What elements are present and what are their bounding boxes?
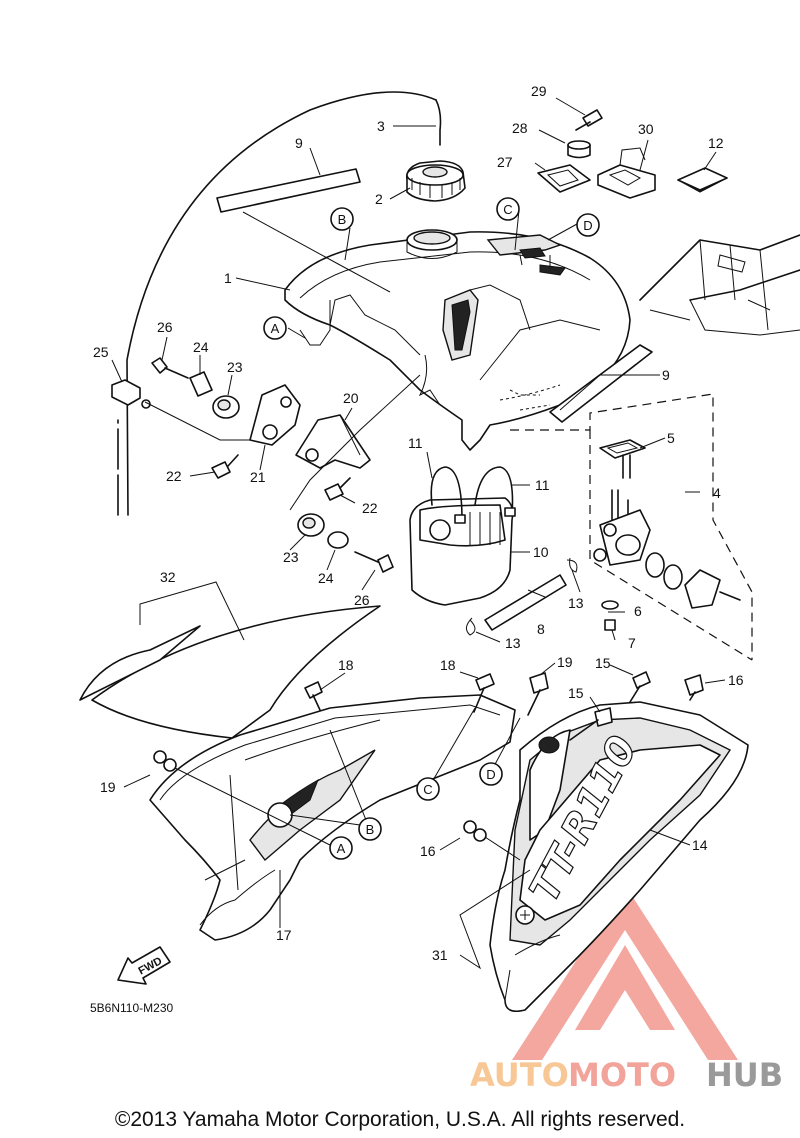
mount-parts bbox=[111, 357, 394, 573]
ref-letter-b-upper: B bbox=[330, 207, 354, 231]
copyright-footer: ©2013 Yamaha Motor Corporation, U.S.A. A… bbox=[115, 1108, 685, 1131]
reference-letters: A B C D A B C D bbox=[263, 197, 600, 860]
label-21: 21 bbox=[250, 469, 266, 485]
svg-text:HUB: HUB bbox=[706, 1056, 783, 1094]
label-26-lower: 26 bbox=[354, 592, 370, 608]
label-4: 4 bbox=[713, 485, 721, 501]
label-23-lower: 23 bbox=[283, 549, 299, 565]
svg-text:D: D bbox=[583, 218, 592, 233]
upper-small-parts bbox=[537, 109, 729, 199]
fasteners bbox=[153, 671, 704, 842]
side-cover-left bbox=[149, 694, 516, 941]
label-27: 27 bbox=[497, 154, 513, 170]
label-11-left: 11 bbox=[408, 435, 423, 451]
label-17: 17 bbox=[276, 927, 292, 943]
label-13-right: 13 bbox=[568, 595, 584, 611]
label-2: 2 bbox=[375, 191, 383, 207]
label-1: 1 bbox=[224, 270, 232, 286]
label-15-lower: 15 bbox=[568, 685, 584, 701]
label-18-left: 18 bbox=[338, 657, 354, 673]
watermark-text: AUTO MOTO HUB bbox=[470, 1056, 783, 1094]
svg-text:B: B bbox=[338, 212, 347, 227]
label-29: 29 bbox=[531, 83, 547, 99]
label-26-upper: 26 bbox=[157, 319, 173, 335]
label-15-upper: 15 bbox=[595, 655, 611, 671]
fuel-hose bbox=[466, 557, 578, 636]
drawing-code: 5B6N110-M230 bbox=[90, 1001, 173, 1015]
label-3: 3 bbox=[377, 118, 385, 134]
ref-letter-d-lower: D bbox=[479, 762, 503, 786]
label-5: 5 bbox=[667, 430, 675, 446]
label-23-upper: 23 bbox=[227, 359, 243, 375]
part-number-labels: 1 2 3 4 5 6 7 8 9 9 10 11 11 12 13 13 14… bbox=[93, 83, 744, 963]
watermark-logo bbox=[512, 885, 738, 1060]
label-6: 6 bbox=[634, 603, 642, 619]
label-9-lower: 9 bbox=[662, 367, 670, 383]
svg-text:B: B bbox=[366, 822, 375, 837]
label-31: 31 bbox=[432, 947, 448, 963]
svg-text:D: D bbox=[486, 767, 495, 782]
label-11-right: 11 bbox=[535, 477, 550, 493]
side-cover-right: TT-R110 bbox=[489, 701, 749, 1013]
decal-32 bbox=[79, 581, 381, 739]
ref-letter-c-lower: C bbox=[416, 777, 440, 801]
label-30: 30 bbox=[638, 121, 654, 137]
ref-letter-b-lower: B bbox=[358, 817, 382, 841]
ref-letter-a-lower: A bbox=[329, 836, 353, 860]
svg-text:A: A bbox=[337, 841, 346, 856]
svg-text:MOTO: MOTO bbox=[568, 1056, 676, 1094]
tank-cover-and-bands bbox=[409, 466, 516, 606]
breather-hose bbox=[117, 91, 442, 516]
frame-detail bbox=[639, 234, 800, 336]
label-24-lower: 24 bbox=[318, 570, 334, 586]
ref-letter-a-upper: A bbox=[263, 316, 287, 340]
label-13-left: 13 bbox=[505, 635, 521, 651]
leader-lines bbox=[111, 97, 726, 970]
fuel-cap bbox=[405, 160, 466, 202]
label-16-left: 16 bbox=[420, 843, 436, 859]
label-8: 8 bbox=[537, 621, 545, 637]
foam-strip-lower bbox=[549, 344, 653, 423]
label-10: 10 bbox=[533, 544, 549, 560]
label-22-left: 22 bbox=[166, 468, 182, 484]
label-19-left: 19 bbox=[100, 779, 116, 795]
ref-letter-d-upper: D bbox=[576, 213, 600, 237]
label-22-right: 22 bbox=[362, 500, 378, 516]
label-20: 20 bbox=[343, 390, 359, 406]
forward-arrow-icon: FWD bbox=[117, 946, 171, 985]
label-18-right: 18 bbox=[440, 657, 456, 673]
ref-letter-c-upper: C bbox=[496, 197, 520, 221]
fuel-cock-assembly bbox=[510, 393, 753, 661]
label-19-right: 19 bbox=[557, 654, 573, 670]
label-9-upper: 9 bbox=[295, 135, 303, 151]
label-25: 25 bbox=[93, 344, 109, 360]
label-12: 12 bbox=[708, 135, 724, 151]
svg-text:C: C bbox=[503, 202, 512, 217]
svg-text:A: A bbox=[271, 321, 280, 336]
svg-text:C: C bbox=[423, 782, 432, 797]
label-14: 14 bbox=[692, 837, 708, 853]
label-28: 28 bbox=[512, 120, 528, 136]
label-16-right: 16 bbox=[728, 672, 744, 688]
fuel-tank bbox=[284, 229, 631, 451]
label-24-upper: 24 bbox=[193, 339, 209, 355]
label-7: 7 bbox=[628, 635, 636, 651]
label-32: 32 bbox=[160, 569, 176, 585]
foam-strip-upper bbox=[216, 168, 361, 213]
svg-text:AUTO: AUTO bbox=[470, 1056, 569, 1094]
